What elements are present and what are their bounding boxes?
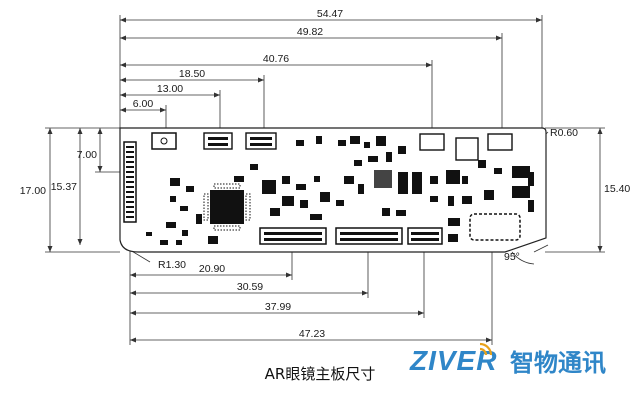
dim-15-40: 15.40 [604, 183, 630, 195]
main-chip [203, 183, 251, 231]
dim-40-76: 40.76 [263, 53, 289, 65]
board-components [123, 132, 534, 245]
radius-r1-30: R1.30 [158, 259, 186, 271]
dim-7-00: 7.00 [77, 149, 98, 161]
dimension-arrows [47, 17, 603, 343]
wifi-icon [479, 342, 493, 356]
dim-6-00: 6.00 [133, 98, 154, 110]
dim-37-99: 37.99 [265, 301, 291, 313]
dim-30-59: 30.59 [237, 281, 263, 293]
brand-logo: ZIVER 智物通讯 [408, 340, 636, 380]
dim-15-37: 15.37 [51, 181, 77, 193]
caption: AR眼镜主板尺寸 [264, 365, 376, 383]
dim-47-23: 47.23 [299, 328, 325, 340]
dim-20-90: 20.90 [199, 263, 225, 275]
brand-chinese: 智物通讯 [510, 349, 606, 377]
left-fpc-connector [123, 141, 137, 223]
radius-r0-60: R0.60 [550, 127, 578, 139]
dim-49-82: 49.82 [297, 26, 323, 38]
dim-17-00: 17.00 [20, 185, 46, 197]
dim-18-50: 18.50 [179, 68, 205, 80]
angle-95: 95° [504, 251, 520, 263]
dim-13-00: 13.00 [157, 83, 183, 95]
dimension-lines [45, 15, 605, 345]
dim-54-47: 54.47 [317, 8, 343, 20]
